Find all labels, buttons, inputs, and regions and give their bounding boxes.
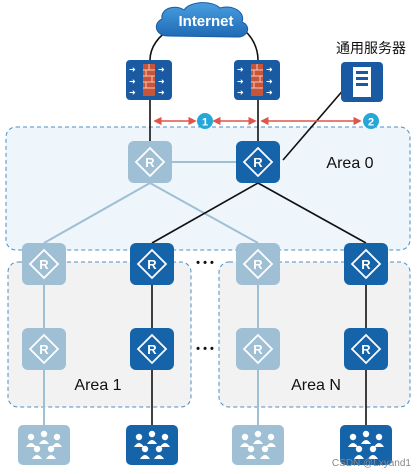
svg-text:➜: ➜ [237, 65, 244, 74]
area-0-box [5, 126, 411, 251]
ellipsis-row-1: • • • [196, 257, 214, 269]
svg-text:➜: ➜ [129, 65, 136, 74]
router-arean-internal-1: R [236, 328, 280, 370]
router-area0-right: R [236, 141, 280, 183]
svg-text:R: R [147, 342, 157, 357]
router-arean-abr-2: R [344, 243, 388, 285]
router-area1-internal-1: R [22, 328, 66, 370]
user-group-2 [126, 425, 178, 465]
server-icon [341, 62, 383, 102]
svg-text:R: R [361, 342, 371, 357]
area-1-label: Area 1 [74, 377, 121, 394]
area-n-label: Area N [291, 377, 341, 394]
svg-text:R: R [253, 257, 263, 272]
watermark: CSDN @Lxyand1 [332, 458, 412, 469]
svg-text:R: R [39, 342, 49, 357]
router-arean-internal-2: R [344, 328, 388, 370]
svg-text:R: R [147, 257, 157, 272]
svg-text:R: R [39, 257, 49, 272]
router-area1-internal-2: R [130, 328, 174, 370]
marker-2: 2 [363, 113, 379, 129]
svg-text:➜: ➜ [129, 88, 136, 97]
router-area1-abr-1: R [22, 243, 66, 285]
svg-text:R: R [253, 155, 263, 170]
svg-text:➜: ➜ [266, 77, 273, 86]
svg-text:1: 1 [202, 117, 208, 129]
ellipsis-row-2: • • • [196, 343, 214, 355]
svg-text:➜: ➜ [237, 88, 244, 97]
svg-text:R: R [361, 257, 371, 272]
firewall-left: ➜ ➜ ➜ ➜ ➜ ➜ [126, 60, 172, 100]
internet-label: Internet [178, 13, 233, 30]
router-area1-abr-2: R [130, 243, 174, 285]
svg-text:2: 2 [368, 117, 374, 129]
svg-text:➜: ➜ [129, 77, 136, 86]
svg-text:R: R [145, 155, 155, 170]
router-area0-left: R [128, 141, 172, 183]
server-label: 通用服务器 [336, 40, 406, 56]
svg-text:➜: ➜ [158, 88, 165, 97]
firewall-right: ➜ ➜ ➜ ➜ ➜ ➜ [234, 60, 280, 100]
svg-text:R: R [253, 342, 263, 357]
user-group-3 [232, 425, 284, 465]
svg-text:➜: ➜ [158, 65, 165, 74]
area-0-label: Area 0 [326, 155, 373, 172]
area-1-box [7, 261, 192, 408]
internet-cloud: Internet [155, 2, 249, 38]
user-group-4 [340, 425, 392, 465]
router-arean-abr-1: R [236, 243, 280, 285]
area-n-box [218, 261, 411, 408]
svg-text:➜: ➜ [158, 77, 165, 86]
svg-text:➜: ➜ [266, 65, 273, 74]
svg-text:➜: ➜ [237, 77, 244, 86]
user-group-1 [18, 425, 70, 465]
marker-1: 1 [197, 113, 213, 129]
svg-text:➜: ➜ [266, 88, 273, 97]
